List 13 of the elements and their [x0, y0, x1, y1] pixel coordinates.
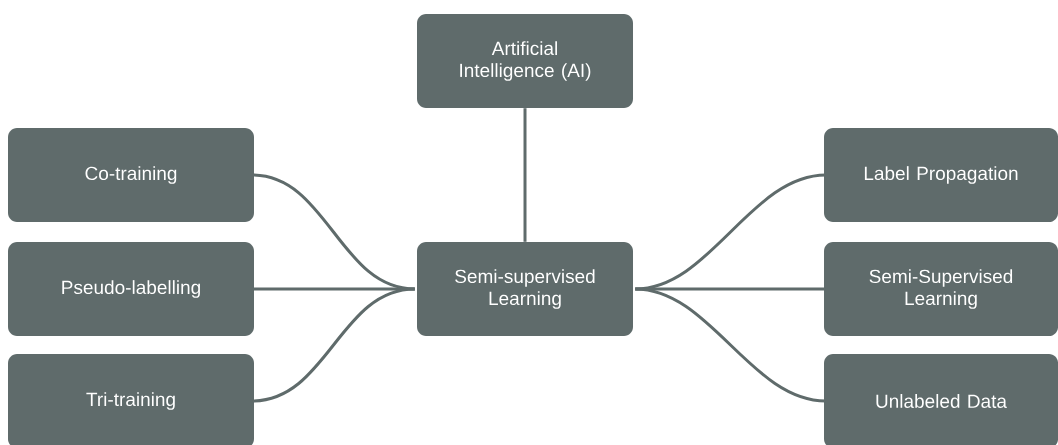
concept-box: Pseudo-labelling: [8, 242, 254, 336]
concept-box: Co-training: [8, 128, 254, 222]
connector-line: [635, 287, 826, 291]
connector-line: [635, 287, 826, 403]
concept-box: Label Propagation: [824, 128, 1058, 222]
connector-line: [523, 108, 527, 242]
concept-box: Semi-supervised Learning: [417, 242, 633, 336]
connector-line: [252, 287, 415, 403]
concept-box: Unlabeled Data: [824, 354, 1058, 445]
concept-box: Semi-Supervised Learning: [824, 242, 1058, 336]
concept-box: Tri-training: [8, 354, 254, 445]
concept-box: Artificial Intelligence (AI): [417, 14, 633, 108]
connector-line: [252, 287, 415, 291]
